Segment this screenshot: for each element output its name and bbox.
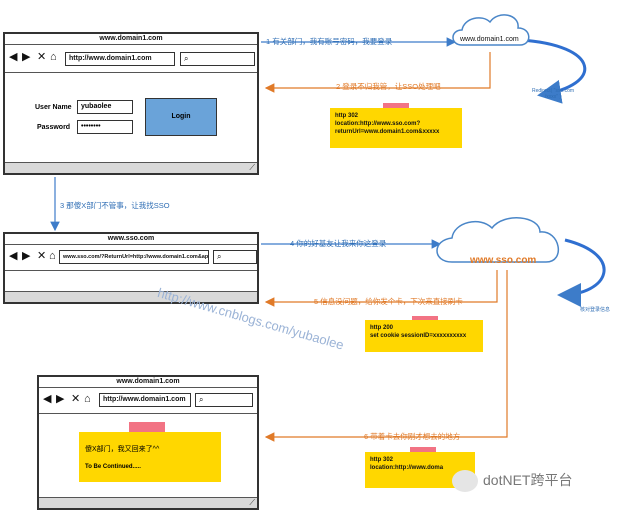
- cloud-domain1-label: www.domain1.com: [460, 36, 519, 43]
- step2-label: 2 登录不归我管，让SSO处理吧: [336, 82, 441, 91]
- tape-4: [410, 447, 436, 455]
- redirect-label: Redirect( "sso.com /xxxx" ): [532, 88, 575, 100]
- brand-label: dotNET跨平台: [483, 472, 573, 488]
- note-200-cookie: http 200 set cookie sessionID=xxxxxxxxxx: [365, 320, 483, 352]
- username-field[interactable]: yubaolee: [77, 100, 133, 114]
- home-icon[interactable]: ⌂: [50, 51, 57, 63]
- browser3-url-bar[interactable]: http://www.domain1.com: [99, 393, 191, 407]
- browser1-title: www.domain1.com: [5, 34, 257, 45]
- arrow-step6: [264, 270, 508, 442]
- close-icon[interactable]: ✕: [37, 250, 47, 262]
- browser1-search-box[interactable]: ⌕: [180, 52, 255, 66]
- note-302-redirect: http 302 location:http://www.sso.com? re…: [330, 108, 462, 148]
- browser3-search-box[interactable]: ⌕: [195, 393, 253, 407]
- wechat-icon: [452, 470, 478, 492]
- verify-curve: [557, 238, 606, 307]
- username-label: User Name: [35, 104, 72, 111]
- tape-3: [129, 422, 165, 434]
- cloud-sso-label: www.sso.com: [470, 255, 537, 266]
- password-field[interactable]: ••••••••: [77, 120, 133, 134]
- forward-arrow-icon[interactable]: ▶: [22, 51, 31, 63]
- redirect-curve: [519, 38, 587, 104]
- browser-sso: www.sso.com ◀ ▶ ✕ ⌂ www.sso.com/?ReturnU…: [3, 232, 259, 304]
- forward-arrow-icon[interactable]: ▶: [22, 250, 31, 262]
- tape-1: [383, 103, 409, 111]
- browser2-status-bar: [5, 291, 257, 302]
- browser2-title: www.sso.com: [5, 234, 257, 245]
- step4-label: 4 你的好基友让我来你这登录: [290, 239, 387, 248]
- back-arrow-icon[interactable]: ◀: [9, 250, 18, 262]
- browser3-title: www.domain1.com: [39, 377, 257, 388]
- search-icon: ⌕: [217, 252, 222, 261]
- step3-label: 3 那傻X部门不管事，让我找SSO: [60, 201, 170, 210]
- browser-login: www.domain1.com ◀ ▶ ✕ ⌂ http://www.domai…: [3, 32, 259, 175]
- step1-label: 1 有关部门，我有账号密码，我要登录: [266, 37, 393, 46]
- search-icon: ⌕: [199, 395, 204, 404]
- search-icon: ⌕: [184, 54, 189, 63]
- browser1-status-bar: ⟋: [5, 162, 257, 173]
- cloud-domain1: [452, 14, 530, 46]
- password-label: Password: [37, 124, 71, 131]
- resize-grip-icon[interactable]: ⟋: [249, 163, 255, 172]
- browser3-note-line2: To Be Continued.....: [85, 464, 141, 470]
- verify-label: 核对登录信息: [580, 307, 611, 313]
- close-icon[interactable]: ✕: [37, 51, 47, 63]
- back-arrow-icon[interactable]: ◀: [9, 51, 18, 63]
- browser3-status-bar: ⟋: [39, 497, 257, 508]
- browser3-note: 傻X部门，我又回来了^^ To Be Continued.....: [79, 432, 221, 482]
- resize-grip-icon[interactable]: ⟋: [249, 498, 255, 507]
- back-arrow-icon[interactable]: ◀: [43, 393, 52, 405]
- step5-label: 5 信息没问题，给你发个卡，下次来直接刷卡: [314, 297, 463, 306]
- browser2-url-bar[interactable]: www.sso.com/?ReturnUrl=http://www.domain…: [59, 250, 209, 264]
- browser3-note-line1: 傻X部门，我又回来了^^: [85, 446, 160, 453]
- login-button[interactable]: Login: [145, 98, 217, 136]
- step6-label: 6 带着卡去你刚才想去的地方: [364, 432, 461, 441]
- close-icon[interactable]: ✕: [71, 393, 81, 405]
- cloud-sso: [436, 217, 560, 263]
- arrow-step5: [264, 270, 498, 307]
- arrow-step2: [264, 52, 491, 93]
- browser2-search-box[interactable]: ⌕: [213, 250, 257, 264]
- home-icon[interactable]: ⌂: [84, 393, 91, 405]
- browser-domain1-return: www.domain1.com ◀ ▶ ✕ ⌂ http://www.domai…: [37, 375, 259, 510]
- home-icon[interactable]: ⌂: [49, 250, 56, 262]
- browser1-url-bar[interactable]: http://www.domain1.com: [65, 52, 175, 66]
- forward-arrow-icon[interactable]: ▶: [56, 393, 65, 405]
